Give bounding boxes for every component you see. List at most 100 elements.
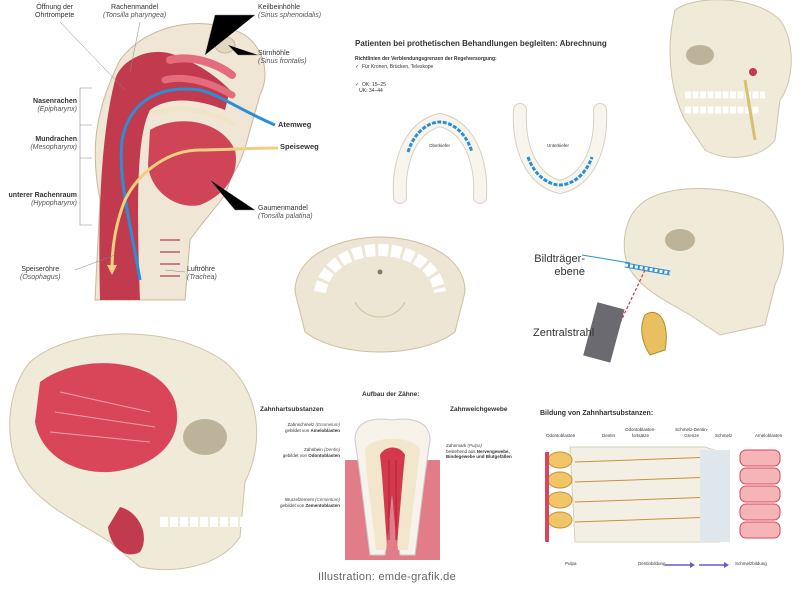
xray-label-line2: ebene	[554, 266, 585, 278]
enamel-latin: (Enamelum)	[315, 422, 340, 427]
throat-panel: Öffnung der Ohrtrompete Rachenmandel (To…	[0, 0, 330, 301]
label-luftroehre: Luftröhre (Trachea)	[187, 266, 217, 282]
cement-name: Wurzelzement	[285, 497, 314, 502]
cement-cells: Zementoblasten	[305, 502, 340, 508]
tooth-title: Aufbau der Zähne:	[362, 391, 420, 398]
formation-panel: Bildung von Zahnhartsubstanzen: Odontobl…	[540, 405, 800, 575]
cement-by: gebildet von	[279, 502, 305, 508]
enamel-label: Zahnschmelz (Enamelum) gebildet von Amel…	[265, 422, 340, 433]
label-gaumenmandel-name: Gaumenmandel	[258, 205, 308, 212]
upper-arch-label: Oberkiefer	[429, 143, 451, 148]
check-icon-2: ✓	[355, 82, 360, 88]
formation-label-2: Odontoblasten- fortsätze	[625, 427, 656, 438]
label-ohrtrompete-sub: Ohrtrompete	[35, 12, 75, 19]
arrow-right-icon-2	[699, 562, 729, 568]
illustration-credit: Illustration: emde-grafik.de	[318, 571, 457, 583]
label-nasenrachen-latin: (Epipharynx)	[37, 106, 77, 113]
label-speiseroehre-name: Speiseröhre	[21, 266, 60, 273]
label-nasenrachen-name: Nasenrachen	[33, 98, 77, 105]
label-mundrachen: Mundrachen (Mesopharynx)	[22, 136, 77, 152]
label-unterer-rachenraum-latin: (Hypopharynx)	[31, 200, 77, 207]
label-unterer-rachenraum-name: unterer Rachenraum	[8, 192, 77, 199]
enamel-by: gebildet von	[284, 427, 310, 433]
formation-bottom-right: Schmelzbildung	[735, 561, 767, 566]
label-rachenmandel-name: Rachenmandel	[111, 4, 159, 11]
label-luftroehre-name: Luftröhre	[187, 266, 216, 273]
arrow-right-icon	[665, 562, 695, 568]
prosthetic-ok-line: ✓ OK: 15–25 UK: 34–44	[355, 82, 386, 94]
label-unterer-rachenraum: unterer Rachenraum (Hypopharynx)	[2, 192, 77, 208]
pulp-label: Zahnmark (Pulpa) bestehend aus Nervengew…	[446, 443, 512, 460]
pulp-tissue2: Bindegewebe und Blutgefäßen	[446, 454, 512, 459]
prosthetic-panel: Patienten bei prothetischen Behandlungen…	[340, 30, 640, 204]
prosthetic-ok: OK: 15–25	[361, 82, 386, 88]
label-stirnhoehle-name: Stirnhöhle	[258, 50, 290, 57]
dentin-cells: Odontoblasten	[308, 452, 340, 458]
tooth-soft-title: Zahnweichgewebe	[450, 406, 508, 413]
formation-label-0: Odontoblasten	[546, 433, 576, 438]
label-keilbeinhoehle-latin: (Sinus sphenoidalis)	[258, 12, 322, 19]
prosthetic-subtitle: Richtlinien der Verblendungsgrenzen der …	[355, 56, 497, 62]
prosthetic-bullet-text: Für Kronen, Brücken, Teleskope	[361, 64, 434, 70]
lower-arch	[512, 103, 608, 195]
prosthetic-title: Patienten bei prothetischen Behandlungen…	[355, 39, 607, 48]
formation-label-3: Schmelz-Dentin- Grenze	[675, 427, 708, 438]
label-speiseroehre: Speiseröhre (Ösophagus)	[20, 266, 60, 282]
label-ohrtrompete-name: Öffnung der	[36, 4, 74, 11]
pulp-name: Zahnmark	[446, 443, 467, 448]
dentin-name: Zahnbein	[303, 447, 323, 452]
check-icon: ✓	[355, 64, 360, 70]
prosthetic-bullet: ✓ Für Kronen, Brücken, Teleskope	[355, 64, 433, 70]
label-gaumenmandel-latin: (Tonsilla palatina)	[258, 213, 313, 220]
label-ohrtrompete: Öffnung der Ohrtrompete	[35, 4, 74, 20]
label-atemweg: Atemweg	[278, 120, 312, 129]
formation-label-3a: Schmelz-Dentin-	[675, 427, 709, 432]
formation-bottom-left: Pulpa	[565, 561, 577, 566]
dentin-by: gebildet von	[282, 452, 307, 458]
label-mundrachen-name: Mundrachen	[35, 136, 77, 143]
throat-illustration	[59, 14, 279, 301]
label-stirnhoehle: Stirnhöhle (Sinus frontalis)	[258, 50, 307, 66]
label-rachenmandel: Rachenmandel (Tonsilla pharyngea)	[103, 4, 166, 20]
label-rachenmandel-latin: (Tonsilla pharyngea)	[103, 12, 167, 19]
formation-diagram	[545, 446, 781, 543]
label-luftroehre-latin: (Trachea)	[187, 274, 217, 281]
lower-arch-label: Unterkiefer	[547, 143, 570, 148]
cement-latin: (Cementum)	[314, 497, 340, 502]
label-speiseroehre-latin: (Ösophagus)	[20, 274, 61, 281]
xray-label-bildtraeger: Bildträger- ebene	[530, 253, 585, 279]
label-speiseweg: Speiseweg	[280, 142, 319, 151]
formation-title: Bildung von Zahnhartsubstanzen:	[540, 410, 654, 417]
formation-label-2b: fortsätze	[631, 432, 650, 438]
formation-label-2a: Odontoblasten-	[625, 427, 656, 432]
xray-panel: Bildträger- ebene Zentralstrahl	[520, 175, 800, 375]
tooth-diagram	[345, 418, 440, 560]
label-stirnhoehle-latin: (Sinus frontalis)	[258, 58, 307, 65]
enamel-cells: Ameloblasten	[310, 427, 340, 433]
dentin-latin: (Dentin)	[323, 447, 340, 452]
pulp-consists: bestehend aus	[446, 448, 476, 454]
formation-bottom-mid: Dentinbildung	[638, 561, 666, 566]
xray-illustration	[581, 188, 784, 363]
dentin-label: Zahnbein (Dentin) gebildet von Odontobla…	[265, 447, 340, 458]
xray-label-line1: Bildträger-	[534, 253, 585, 265]
enamel-name: Zahnschmelz	[287, 422, 315, 427]
tooth-panel: Aufbau der Zähne: Zahnhartsubstanzen Zah…	[250, 385, 530, 560]
label-keilbeinhoehle: Keilbeinhöhle (Sinus sphenoidalis)	[258, 4, 321, 20]
upper-arch	[392, 112, 488, 204]
formation-label-4: Schmelz	[715, 433, 733, 438]
formation-label-5: Ameloblasten	[755, 433, 783, 438]
palate-illustration	[294, 236, 466, 353]
prosthetic-uk: UK: 34–44	[359, 88, 383, 94]
skull-jaw-illustration	[669, 0, 792, 158]
label-gaumenmandel: Gaumenmandel (Tonsilla palatina)	[258, 205, 313, 221]
label-keilbeinhoehle-name: Keilbeinhöhle	[258, 4, 301, 11]
label-mundrachen-latin: (Mesopharynx)	[30, 144, 77, 151]
formation-label-1: Dentin	[602, 433, 616, 438]
skull-muscle-illustration	[9, 333, 258, 570]
formation-label-3b: Grenze	[684, 432, 700, 438]
label-nasenrachen: Nasenrachen (Epipharynx)	[25, 98, 77, 114]
cement-label: Wurzelzement (Cementum) gebildet von Zem…	[265, 497, 340, 508]
tooth-hard-title: Zahnhartsubstanzen	[260, 406, 324, 413]
pulp-tissue1: Nervengewebe,	[476, 448, 510, 454]
